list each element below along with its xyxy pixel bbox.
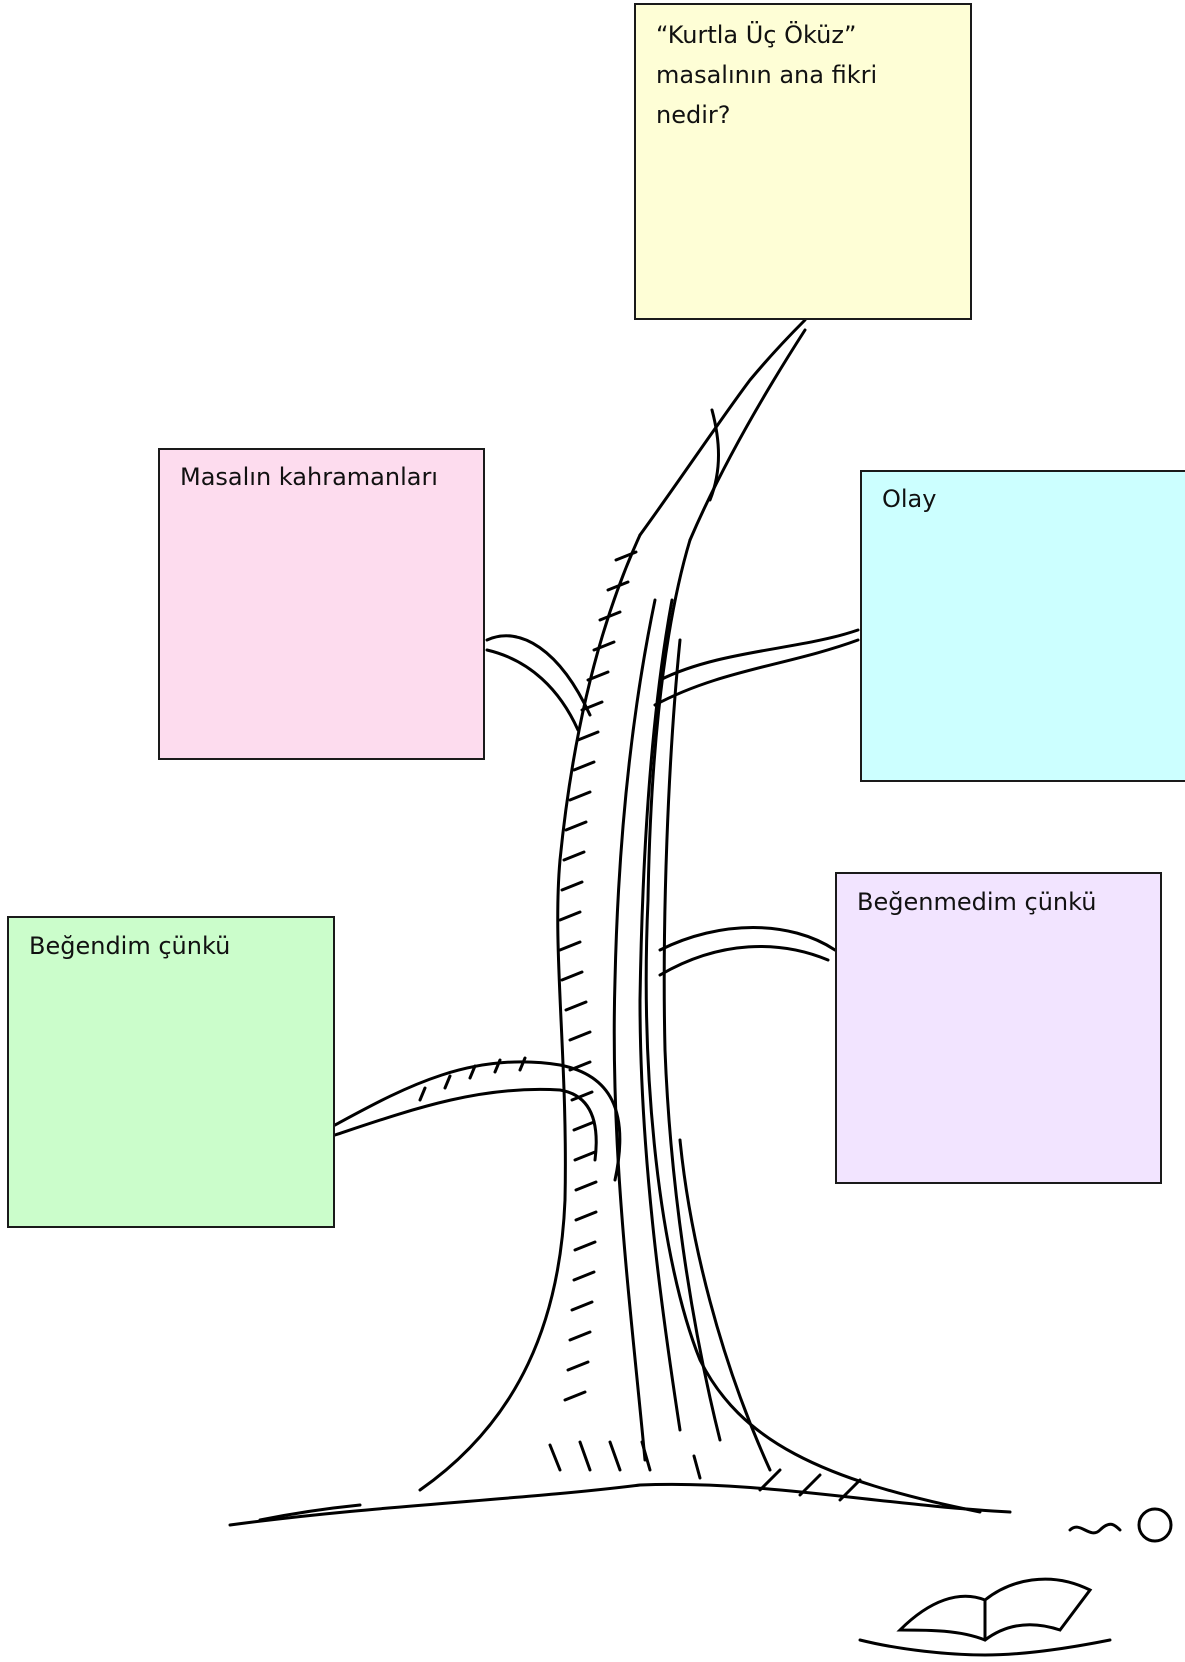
- heroes-label: Masalın kahramanları: [180, 457, 463, 497]
- event-label: Olay: [882, 479, 1168, 519]
- artist-mark: [1070, 1524, 1120, 1533]
- liked-box[interactable]: Beğendim çünkü: [7, 916, 335, 1228]
- book-icon: [860, 1579, 1110, 1655]
- branch-event: [660, 630, 858, 680]
- heroes-box[interactable]: Masalın kahramanları: [158, 448, 485, 760]
- top-branch: [640, 320, 805, 535]
- main-idea-question-box[interactable]: “Kurtla Üç Öküz” masalının ana fikri ned…: [634, 3, 972, 320]
- disliked-label: Beğenmedim çünkü: [857, 882, 1140, 922]
- main-idea-question: “Kurtla Üç Öküz” masalının ana fikri ned…: [656, 15, 950, 135]
- liked-label: Beğendim çünkü: [29, 926, 313, 966]
- disliked-box[interactable]: Beğenmedim çünkü: [835, 872, 1162, 1184]
- event-box[interactable]: Olay: [860, 470, 1185, 782]
